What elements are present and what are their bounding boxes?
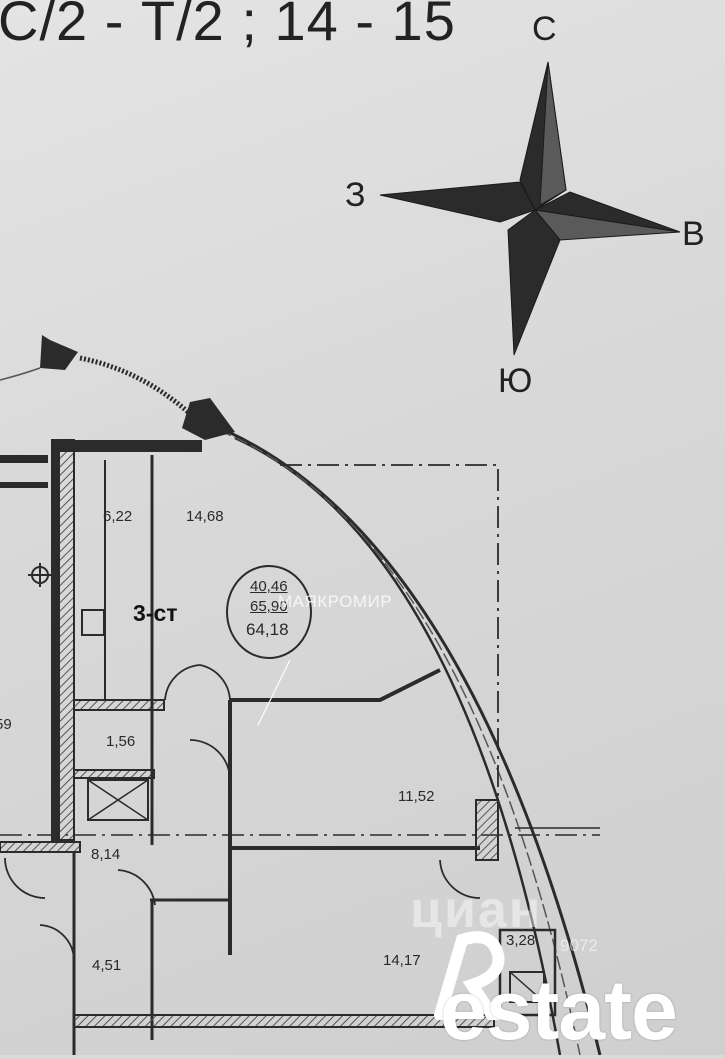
curved-facade-wall — [199, 418, 602, 1055]
brand-watermark: estate — [440, 963, 678, 1057]
curved-facade-line — [217, 429, 581, 1055]
partition-horizontal — [73, 1014, 495, 1028]
compass-east-label: В — [682, 215, 705, 253]
partition-horizontal — [0, 841, 81, 853]
door-swing — [439, 859, 481, 899]
compass-north-label: С — [532, 10, 557, 48]
listing-id-watermark: 9072 — [560, 936, 598, 955]
axis-header: С/2 - Т/2 ; 14 - 15 — [0, 0, 456, 52]
door-swing — [164, 664, 201, 701]
column — [475, 799, 499, 861]
door-swing — [117, 869, 156, 906]
partition-horizontal — [73, 769, 155, 779]
partition — [230, 668, 441, 702]
wall-left-dark — [52, 452, 60, 842]
room-area-label: 14,17 — [383, 952, 421, 969]
apartment-type: 3-ст — [133, 600, 178, 626]
compass-rose-icon — [379, 61, 681, 356]
door-swing — [189, 739, 231, 781]
balcony-rail-inner — [0, 367, 41, 381]
leader-line — [257, 659, 291, 726]
column-block — [40, 335, 78, 370]
partition-horizontal — [73, 699, 165, 711]
reduced-area: 64,18 — [246, 620, 289, 639]
compass-west-label: З — [345, 176, 366, 214]
brand-logo-icon — [434, 931, 505, 1020]
vent-box — [509, 971, 545, 1003]
room-area-label: 4,51 — [92, 957, 122, 974]
balcony-rail — [79, 355, 190, 414]
room-area-label: 3,28 — [506, 932, 536, 949]
room-area-label: 1,56 — [106, 733, 136, 750]
door-swing — [4, 857, 46, 899]
shaft — [87, 779, 149, 821]
room-area-label: 11,52 — [398, 788, 435, 805]
compass-south-label: Ю — [498, 362, 533, 400]
door-swing — [39, 924, 75, 961]
room-area-label: 8,14 — [91, 846, 121, 863]
area-circle — [226, 565, 312, 659]
agency-watermark: МАЯКРОМИР — [278, 592, 393, 611]
neighbor-area-fragment: 59 — [0, 716, 12, 733]
bath-box — [81, 609, 105, 636]
total-area: 65,90 — [250, 598, 288, 615]
portal-watermark: циан — [410, 881, 543, 939]
wall-top — [52, 440, 202, 452]
axis-line — [280, 464, 499, 820]
neighbor-wall — [0, 455, 48, 463]
living-area: 40,46 — [250, 578, 288, 595]
room-area-label: 14,68 — [186, 508, 224, 525]
column-block — [182, 398, 235, 440]
neighbor-wall — [0, 482, 48, 488]
room-area-label: 6,22 — [103, 508, 133, 525]
door-swing — [199, 664, 231, 701]
